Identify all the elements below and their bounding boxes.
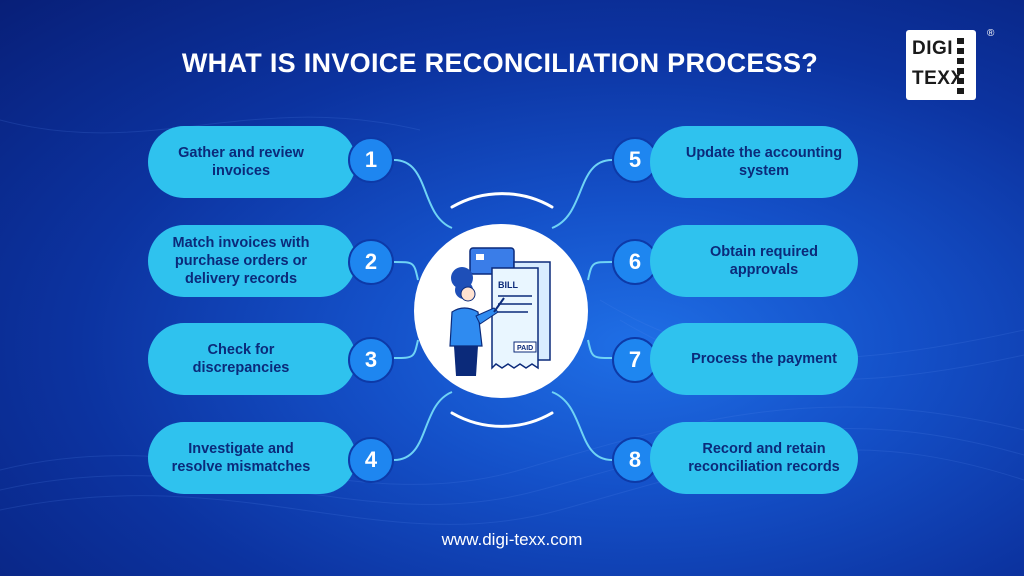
digitexx-logo[interactable]: DIGI TEXX [906,30,976,100]
step-5-label: Update the accounting system [685,144,843,179]
connector-8 [551,391,613,461]
logo-text-line1: DIGI [912,38,954,59]
registered-mark: ® [987,28,995,39]
woman-legs [454,346,478,376]
woman-face [460,286,476,302]
step-3-label: Check for discrepancies [192,341,290,376]
bill-text: BILL [498,280,518,290]
step-1-pill: Gather and review invoices [148,126,356,198]
logo-text-line2: TEXX [912,68,964,89]
pen-icon [493,297,505,313]
step-6-label: Obtain required approvals [710,243,818,278]
logo-film-mark [957,48,964,54]
connector-4 [393,391,453,461]
step-3-number: 3 [348,337,394,383]
woman-body [449,307,483,347]
connector-3 [393,339,419,359]
step-3-pill: Check for discrepancies [148,323,356,395]
paid-text: PAID [517,345,533,352]
connector-5 [551,159,613,229]
step-4-pill: Investigate and resolve mismatches [148,422,356,494]
logo-film-mark [957,88,964,94]
step-7-pill: Process the payment [650,323,858,395]
hub-arc-top [450,192,554,209]
connector-7 [587,339,613,359]
step-4-number: 4 [348,437,394,483]
hub-arc-bottom [450,411,554,428]
woman-arm [475,307,499,325]
step-8-pill: Record and retain reconciliation records [650,422,858,494]
step-8-label: Record and retain reconciliation records [688,440,840,475]
step-5-pill: Update the accounting system [650,126,858,198]
logo-film-mark [957,68,964,74]
step-1-label: Gather and review invoices [178,144,304,179]
connector-2 [393,261,419,281]
website-url[interactable]: www.digi-texx.com [441,530,583,549]
woman-with-bill-illustration: BILL PAID [449,247,551,376]
step-7-label: Process the payment [691,350,837,367]
connector-1 [393,159,453,229]
connector-6 [587,261,613,281]
logo-film-mark [957,38,964,44]
logo-film-mark [957,58,964,64]
logo-film-mark [957,78,964,84]
step-2-label: Match invoices with purchase orders or d… [172,234,310,288]
step-2-number: 2 [348,239,394,285]
step-4-label: Investigate and resolve mismatches [171,440,311,475]
step-1-number: 1 [348,137,394,183]
page-title: WHAT IS INVOICE RECONCILIATION PROCESS? [181,48,819,78]
step-2-pill: Match invoices with purchase orders or d… [148,225,356,297]
step-6-pill: Obtain required approvals [650,225,858,297]
